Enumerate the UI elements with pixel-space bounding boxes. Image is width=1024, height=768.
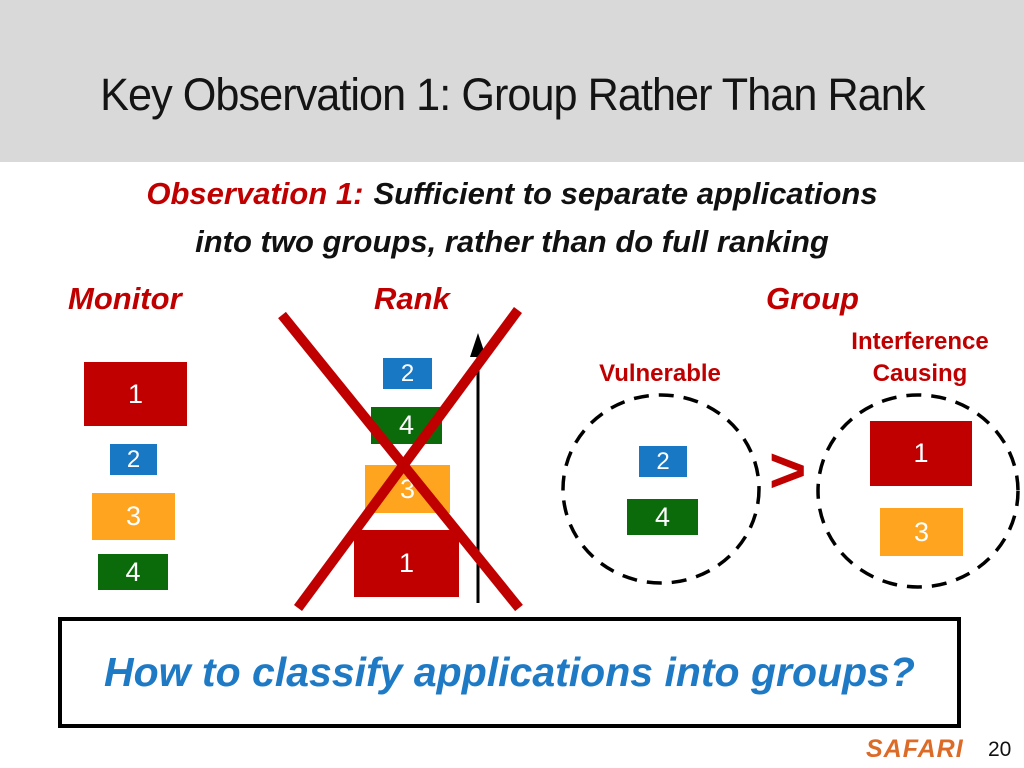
monitor-column-label: Monitor bbox=[68, 281, 182, 316]
monitor-app-box-3: 3 bbox=[92, 493, 175, 540]
group-column-label: Group bbox=[766, 281, 859, 316]
interference-group-label: Interference Causing bbox=[820, 326, 1020, 390]
vulnerable-dashed-circle-icon bbox=[561, 393, 761, 585]
vulnerable-group-label: Vulnerable bbox=[599, 360, 721, 387]
greater-than-symbol: > bbox=[769, 434, 807, 506]
safari-logo: SAFARI bbox=[866, 735, 964, 763]
rank-column-label: Rank bbox=[374, 281, 450, 316]
monitor-app-box-4: 4 bbox=[98, 554, 168, 590]
monitor-app-box-1: 1 bbox=[84, 362, 187, 426]
observation-line1: Observation 1: Sufficient to separate app… bbox=[0, 170, 1024, 218]
observation-statement: Observation 1: Sufficient to separate app… bbox=[0, 170, 1024, 266]
interference-app-box-1: 1 bbox=[870, 421, 972, 486]
vulnerable-app-box-2: 2 bbox=[639, 446, 687, 477]
observation-label: Observation 1: bbox=[146, 176, 364, 211]
slide-title: Key Observation 1: Group Rather Than Ran… bbox=[99, 69, 925, 120]
slide-header: Key Observation 1: Group Rather Than Ran… bbox=[0, 0, 1024, 162]
rank-app-box-2: 2 bbox=[383, 358, 432, 389]
observation-text2: into two groups, rather than do full ran… bbox=[195, 224, 829, 259]
rank-app-box-3: 3 bbox=[365, 465, 450, 513]
vulnerable-app-box-4: 4 bbox=[627, 499, 698, 535]
interference-label-line2: Causing bbox=[872, 360, 968, 387]
rank-axis-arrowhead-icon bbox=[470, 333, 486, 357]
monitor-app-box-2: 2 bbox=[110, 444, 157, 475]
rank-app-box-4: 4 bbox=[371, 407, 442, 444]
question-text: How to classify applications into groups… bbox=[104, 649, 915, 695]
interference-label-line1: Interference bbox=[851, 328, 989, 355]
page-number: 20 bbox=[988, 738, 1012, 761]
rank-app-box-1: 1 bbox=[354, 530, 459, 597]
interference-app-box-3: 3 bbox=[880, 508, 963, 556]
observation-text1: Sufficient to separate applications bbox=[373, 176, 878, 211]
question-box: How to classify applications into groups… bbox=[58, 617, 961, 728]
